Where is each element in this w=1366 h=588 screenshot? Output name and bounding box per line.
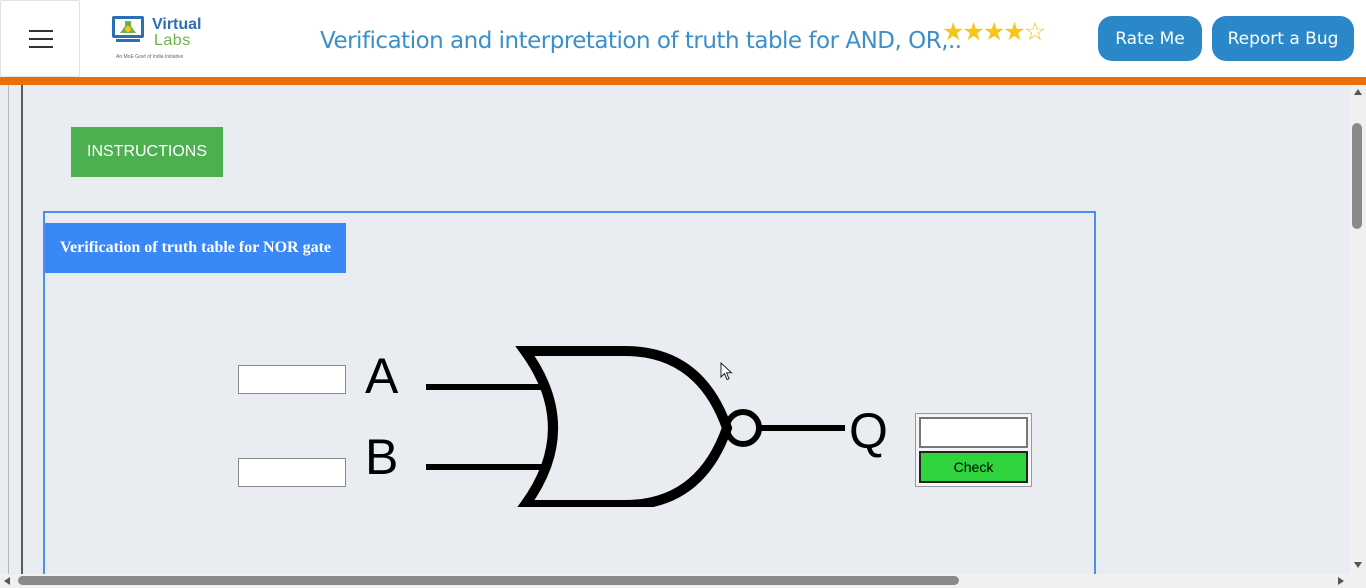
star-filled-icon[interactable]: ★ [942,18,964,46]
output-box: Check [915,413,1032,487]
input-b-field[interactable] [238,458,346,487]
scroll-left-arrow-icon[interactable] [4,577,10,585]
nor-gate-body [515,346,733,507]
vertical-scroll-thumb[interactable] [1352,123,1362,229]
simulation-area: INSTRUCTIONS Verification of truth table… [0,85,1350,574]
star-filled-icon[interactable]: ★ [982,18,1005,46]
input-a-field[interactable] [238,365,346,394]
nor-gate-panel: Verification of truth table for NOR gate… [43,211,1096,574]
logo-text-virtual: Virtual [152,16,202,33]
flask-icon [112,16,144,42]
menu-icon-bar [29,38,53,40]
scroll-down-arrow-icon[interactable] [1354,562,1362,568]
horizontal-scroll-thumb[interactable] [18,576,959,585]
menu-icon-bar [29,30,53,32]
input-a-label: A [365,348,399,404]
logo-tagline: An MoE Govt of India Initiative [116,54,184,60]
star-filled-icon[interactable]: ★ [962,18,984,46]
divider [8,85,9,574]
output-q-field[interactable] [919,417,1028,448]
rating-stars[interactable]: ★★★★☆ [942,18,1046,46]
horizontal-scrollbar[interactable] [0,574,1350,588]
mouse-pointer-icon [720,362,733,381]
vertical-scrollbar[interactable] [1350,85,1366,574]
panel-title: Verification of truth table for NOR gate [45,223,346,273]
scroll-up-arrow-icon[interactable] [1354,89,1362,95]
logo-text-labs: Labs [154,32,191,49]
instructions-button[interactable]: INSTRUCTIONS [71,127,223,177]
header-divider [0,77,1366,85]
header: Virtual Labs An MoE Govt of India Initia… [0,0,1366,78]
nor-gate-diagram: A B Q [365,346,888,507]
check-button[interactable]: Check [919,451,1028,483]
star-filled-icon[interactable]: ★ [1003,18,1025,46]
hamburger-menu-button[interactable] [0,0,80,77]
divider [21,85,23,574]
scrollbar-corner [1350,574,1366,588]
menu-icon-bar [29,46,53,48]
output-q-label: Q [849,403,888,459]
virtual-labs-logo[interactable]: Virtual Labs An MoE Govt of India Initia… [110,12,205,64]
page-title: Verification and interpretation of truth… [320,28,962,54]
report-bug-button[interactable]: Report a Bug [1212,16,1354,61]
input-b-label: B [365,429,398,485]
star-empty-icon[interactable]: ☆ [1023,18,1046,46]
rate-me-button[interactable]: Rate Me [1098,16,1202,61]
scroll-right-arrow-icon[interactable] [1338,577,1344,585]
